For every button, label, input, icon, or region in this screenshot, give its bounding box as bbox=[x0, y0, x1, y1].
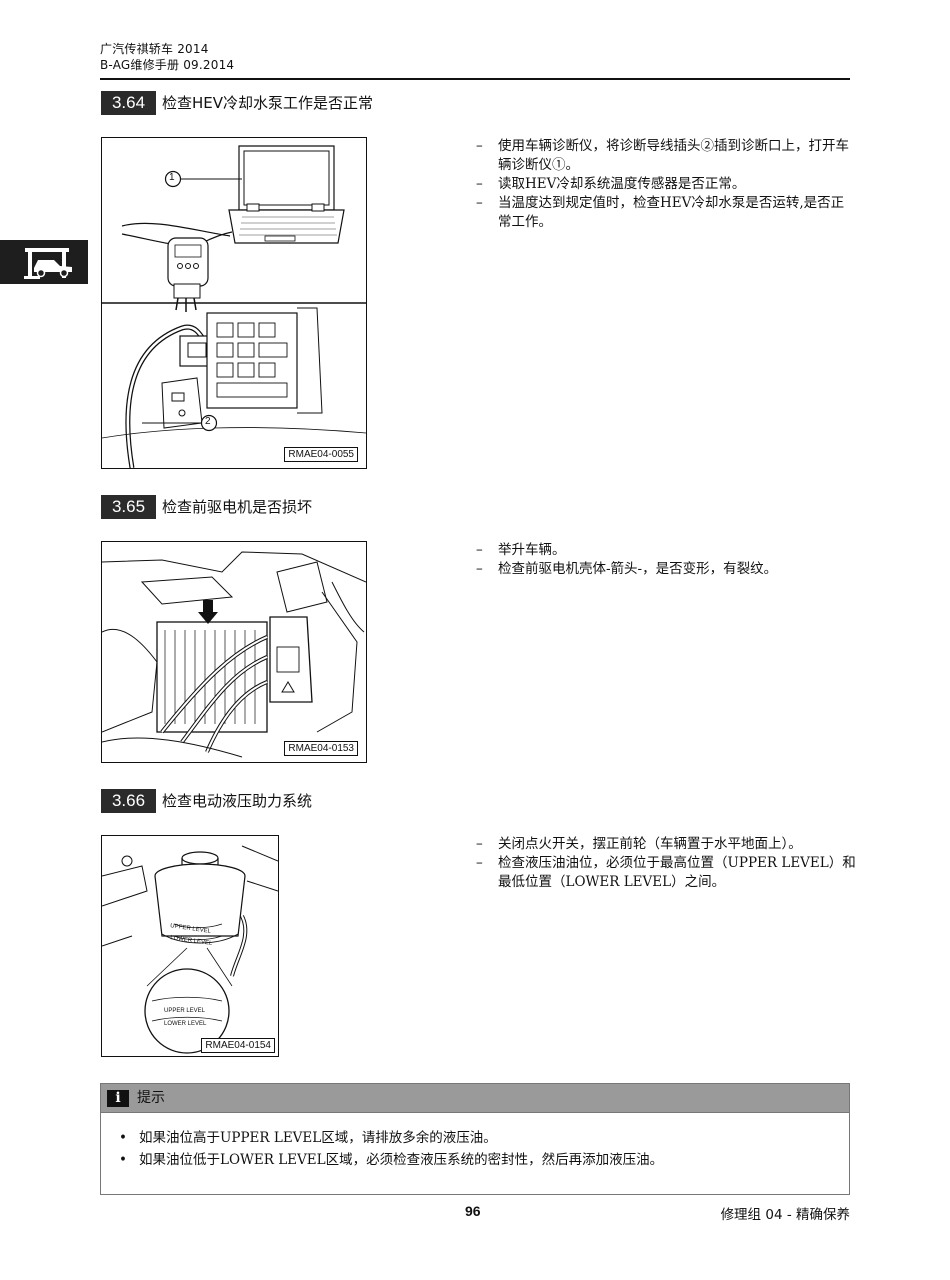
figure-code: RMAE04-0154 bbox=[201, 1038, 275, 1053]
step-item: 使用车辆诊断仪，将诊断导线插头②插到诊断口上，打开车辆诊断仪①。 bbox=[476, 137, 856, 175]
front-motor-illustration bbox=[102, 551, 366, 758]
manual-edition: B-AG维修手册 09.2014 bbox=[100, 58, 235, 72]
figure-diagnostic-tool: 1 2 RMAE04-0055 bbox=[101, 137, 367, 469]
diagnostic-illustration bbox=[102, 145, 366, 468]
step-list: 关闭点火开关，摆正前轮（车辆置于水平地面上）。 检查液压油油位，必须位于最高位置… bbox=[476, 835, 856, 892]
step-item: 检查液压油油位，必须位于最高位置（UPPER LEVEL）和最低位置（LOWER… bbox=[476, 854, 856, 892]
figure-code: RMAE04-0153 bbox=[284, 741, 358, 756]
info-icon: i bbox=[107, 1090, 129, 1107]
step-list: 举升车辆。 检查前驱电机壳体-箭头-，是否变形，有裂纹。 bbox=[476, 541, 856, 579]
note-title: 提示 bbox=[137, 1090, 165, 1106]
figure-code: RMAE04-0055 bbox=[284, 447, 358, 462]
page-number: 96 bbox=[465, 1203, 481, 1219]
section-number: 3.65 bbox=[101, 495, 156, 519]
step-item: 当温度达到规定值时，检查HEV冷却水泵是否运转,是否正常工作。 bbox=[476, 194, 856, 232]
section-title: 检查电动液压助力系统 bbox=[162, 792, 313, 810]
step-item: 读取HEV冷却系统温度传感器是否正常。 bbox=[476, 175, 856, 194]
chapter-label: 修理组 04 - 精确保养 bbox=[720, 1207, 850, 1223]
note-box: i 提示 如果油位高于UPPER LEVEL区域，请排放多余的液压油。 如果油位… bbox=[100, 1083, 850, 1195]
figure-power-steering-reservoir: UPPER LEVEL LOWER LEVEL UPPER LEVEL LOWE… bbox=[101, 835, 279, 1057]
step-item: 关闭点火开关，摆正前轮（车辆置于水平地面上）。 bbox=[476, 835, 856, 854]
note-item: 如果油位低于LOWER LEVEL区域，必须检查液压系统的密封性，然后再添加液压… bbox=[119, 1149, 849, 1171]
callout-2: 2 bbox=[205, 416, 211, 427]
section-title: 检查HEV冷却水泵工作是否正常 bbox=[162, 94, 374, 112]
section-number: 3.66 bbox=[101, 789, 156, 813]
car-lift-icon bbox=[24, 248, 72, 279]
chapter-side-tab bbox=[0, 240, 88, 284]
step-item: 检查前驱电机壳体-箭头-，是否变形，有裂纹。 bbox=[476, 560, 856, 579]
lower-level-mark-zoom: LOWER LEVEL bbox=[164, 1021, 207, 1027]
section-title: 检查前驱电机是否损坏 bbox=[162, 498, 313, 516]
figure-front-motor: RMAE04-0153 bbox=[101, 541, 367, 763]
upper-level-mark-zoom: UPPER LEVEL bbox=[164, 1008, 206, 1014]
manual-title: 广汽传祺轿车 2014 bbox=[100, 42, 209, 56]
callout-1: 1 bbox=[169, 172, 175, 183]
note-item: 如果油位高于UPPER LEVEL区域，请排放多余的液压油。 bbox=[119, 1127, 849, 1149]
section-number: 3.64 bbox=[101, 91, 156, 115]
step-list: 使用车辆诊断仪，将诊断导线插头②插到诊断口上，打开车辆诊断仪①。 读取HEV冷却… bbox=[476, 137, 856, 232]
header-rule bbox=[100, 78, 850, 80]
reservoir-illustration bbox=[102, 845, 278, 1054]
note-header: i 提示 bbox=[101, 1084, 849, 1113]
step-item: 举升车辆。 bbox=[476, 541, 856, 560]
note-list: 如果油位高于UPPER LEVEL区域，请排放多余的液压油。 如果油位低于LOW… bbox=[101, 1127, 849, 1171]
